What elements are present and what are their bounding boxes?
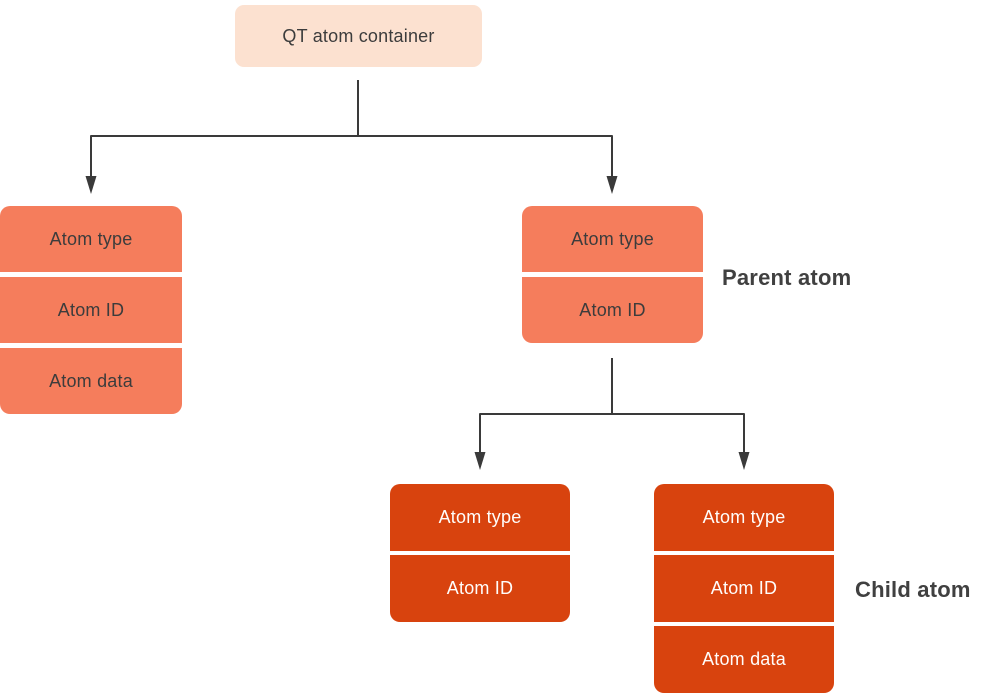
root-node-qt-atom-container: QT atom container	[235, 5, 482, 67]
arrow-down-icon	[85, 176, 97, 194]
child-atom-stack-left: Atom type Atom ID	[390, 484, 570, 622]
top-branch-line	[90, 135, 613, 176]
atom-data-row: Atom data	[0, 348, 182, 414]
arrow-down-icon	[474, 452, 486, 470]
atom-id-row: Atom ID	[654, 555, 834, 622]
atom-data-row: Atom data	[654, 626, 834, 693]
parent-atom-stack: Atom type Atom ID	[522, 206, 703, 343]
atom-id-row: Atom ID	[0, 277, 182, 343]
child-branch-line	[479, 413, 745, 452]
atom-stack-left: Atom type Atom ID Atom data	[0, 206, 182, 414]
atom-type-row: Atom type	[654, 484, 834, 551]
atom-type-row: Atom type	[0, 206, 182, 272]
atom-id-row: Atom ID	[522, 277, 703, 343]
atom-type-row: Atom type	[390, 484, 570, 551]
arrow-down-icon	[738, 452, 750, 470]
child-atom-label: Child atom	[855, 577, 971, 602]
arrow-down-icon	[606, 176, 618, 194]
atom-id-row: Atom ID	[390, 555, 570, 622]
parent-atom-label: Parent atom	[722, 265, 852, 290]
child-atom-stack-right: Atom type Atom ID Atom data	[654, 484, 834, 693]
atom-type-row: Atom type	[522, 206, 703, 272]
